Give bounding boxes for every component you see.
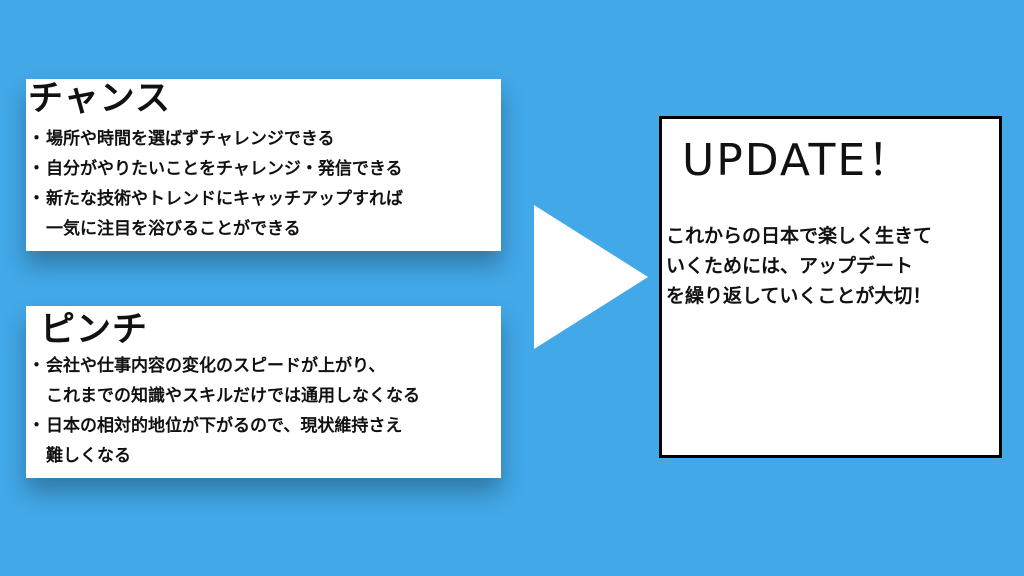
update-box: UPDATE！ これからの日本で楽しく生きて いくためには、アップデート を繰り… — [659, 116, 1002, 458]
pinch-item-line: ・会社や仕事内容の変化のスピードが上がり、 — [28, 351, 420, 381]
chance-item-line: ・自分がやりたいことをチャレンジ・発信できる — [28, 154, 403, 184]
pinch-card: ピンチ ・会社や仕事内容の変化のスピードが上がり、 これまでの知識やスキルだけで… — [26, 306, 501, 478]
bullet-icon: ・ — [28, 416, 45, 436]
bullet-icon: ・ — [28, 159, 45, 179]
chance-item-text: 自分がやりたいことをチャレンジ・発信できる — [46, 159, 403, 179]
chance-item-text: 場所や時間を選ばずチャレンジできる — [46, 129, 335, 149]
pinch-item-text: 日本の相対的地位が下がるので、現状維持さえ — [46, 416, 403, 436]
bullet-icon: ・ — [28, 129, 45, 149]
chance-item-text: 新たな技術やトレンドにキャッチアップすれば — [46, 189, 403, 209]
pinch-item-line: これまでの知識やスキルだけでは通用しなくなる — [46, 386, 420, 406]
update-body-line: いくためには、アップデート — [666, 255, 914, 277]
pinch-item-text: 会社や仕事内容の変化のスピードが上がり、 — [46, 356, 386, 376]
pinch-item: ・日本の相対的地位が下がるので、現状維持さえ 難しくなる — [28, 411, 420, 471]
chance-list: ・場所や時間を選ばずチャレンジできる ・自分がやりたいことをチャレンジ・発信でき… — [28, 124, 403, 244]
chance-item-line: ・新たな技術やトレンドにキャッチアップすれば — [28, 184, 403, 214]
update-body: これからの日本で楽しく生きて いくためには、アップデート を繰り返していくことが… — [666, 221, 932, 311]
pinch-title: ピンチ — [40, 310, 149, 350]
chance-item: ・自分がやりたいことをチャレンジ・発信できる — [28, 154, 403, 184]
chance-title: チャンス — [28, 79, 171, 119]
pinch-item: ・会社や仕事内容の変化のスピードが上がり、 これまでの知識やスキルだけでは通用し… — [28, 351, 420, 411]
chance-item-line: ・場所や時間を選ばずチャレンジできる — [28, 124, 403, 154]
update-body-line: を繰り返していくことが大切！ — [666, 285, 932, 307]
bullet-icon: ・ — [28, 356, 45, 376]
pinch-item-line: ・日本の相対的地位が下がるので、現状維持さえ — [28, 411, 420, 441]
right-arrow-icon — [534, 205, 648, 349]
update-title: UPDATE！ — [682, 135, 914, 186]
chance-item: ・新たな技術やトレンドにキャッチアップすれば 一気に注目を浴びることができる — [28, 184, 403, 244]
chance-item-line: 一気に注目を浴びることができる — [46, 219, 301, 239]
update-body-line: これからの日本で楽しく生きて — [666, 225, 933, 247]
chance-card: チャンス ・場所や時間を選ばずチャレンジできる ・自分がやりたいことをチャレンジ… — [26, 79, 501, 251]
pinch-list: ・会社や仕事内容の変化のスピードが上がり、 これまでの知識やスキルだけでは通用し… — [28, 351, 420, 471]
pinch-item-line: 難しくなる — [46, 446, 131, 466]
chance-item: ・場所や時間を選ばずチャレンジできる — [28, 124, 403, 154]
bullet-icon: ・ — [28, 189, 45, 209]
